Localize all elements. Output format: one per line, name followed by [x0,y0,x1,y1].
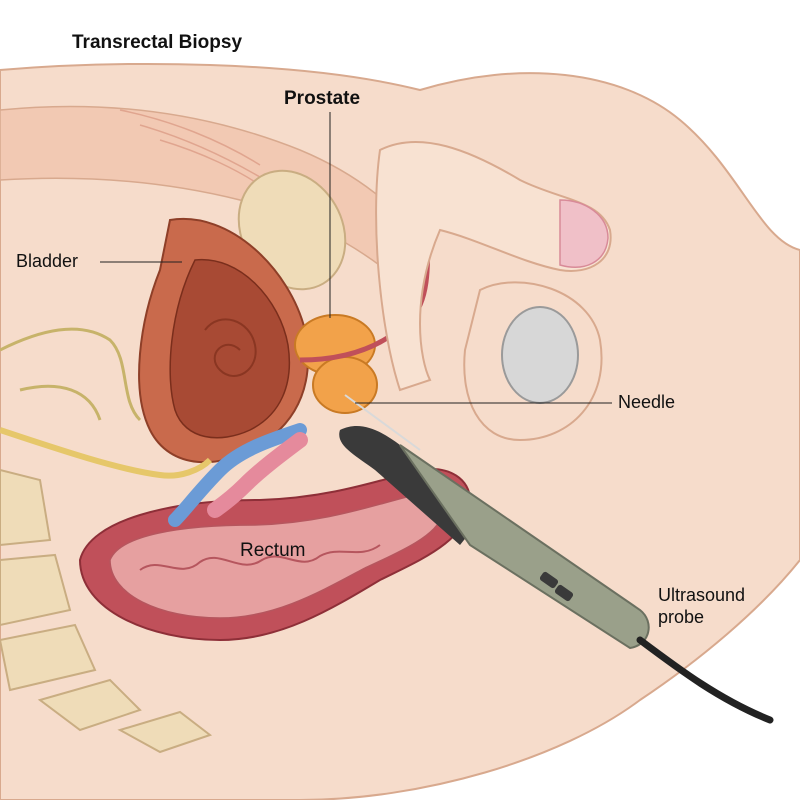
biopsy-needle [344,394,421,451]
diagram-title: Transrectal Biopsy [72,32,243,53]
sacrum [0,468,213,754]
glans [559,199,609,268]
penis [375,141,612,392]
rectum-label: Rectum [240,540,306,561]
prostate-lower-lobe [312,356,378,414]
seminal-vesicle-blue [168,423,307,527]
rectal-folds [139,544,381,571]
seminal-vesicle-pink [207,432,308,518]
ultrasound-probe-label-line1: Ultrasound [658,585,746,605]
ureter [0,427,213,479]
needle-label: Needle [618,392,676,412]
prostate-label: Prostate [284,88,361,109]
ultrasound-probe-label: Ultrasound probe [658,584,745,628]
bladder-label: Bladder [16,251,79,271]
pelvic-vessels [0,327,142,422]
bladder-mucosa [204,318,257,377]
ultrasound-probe-label-line2: probe [658,607,705,627]
bladder-interior [169,258,291,439]
testis [501,306,579,404]
ultrasound-probe-illustration [339,425,774,724]
